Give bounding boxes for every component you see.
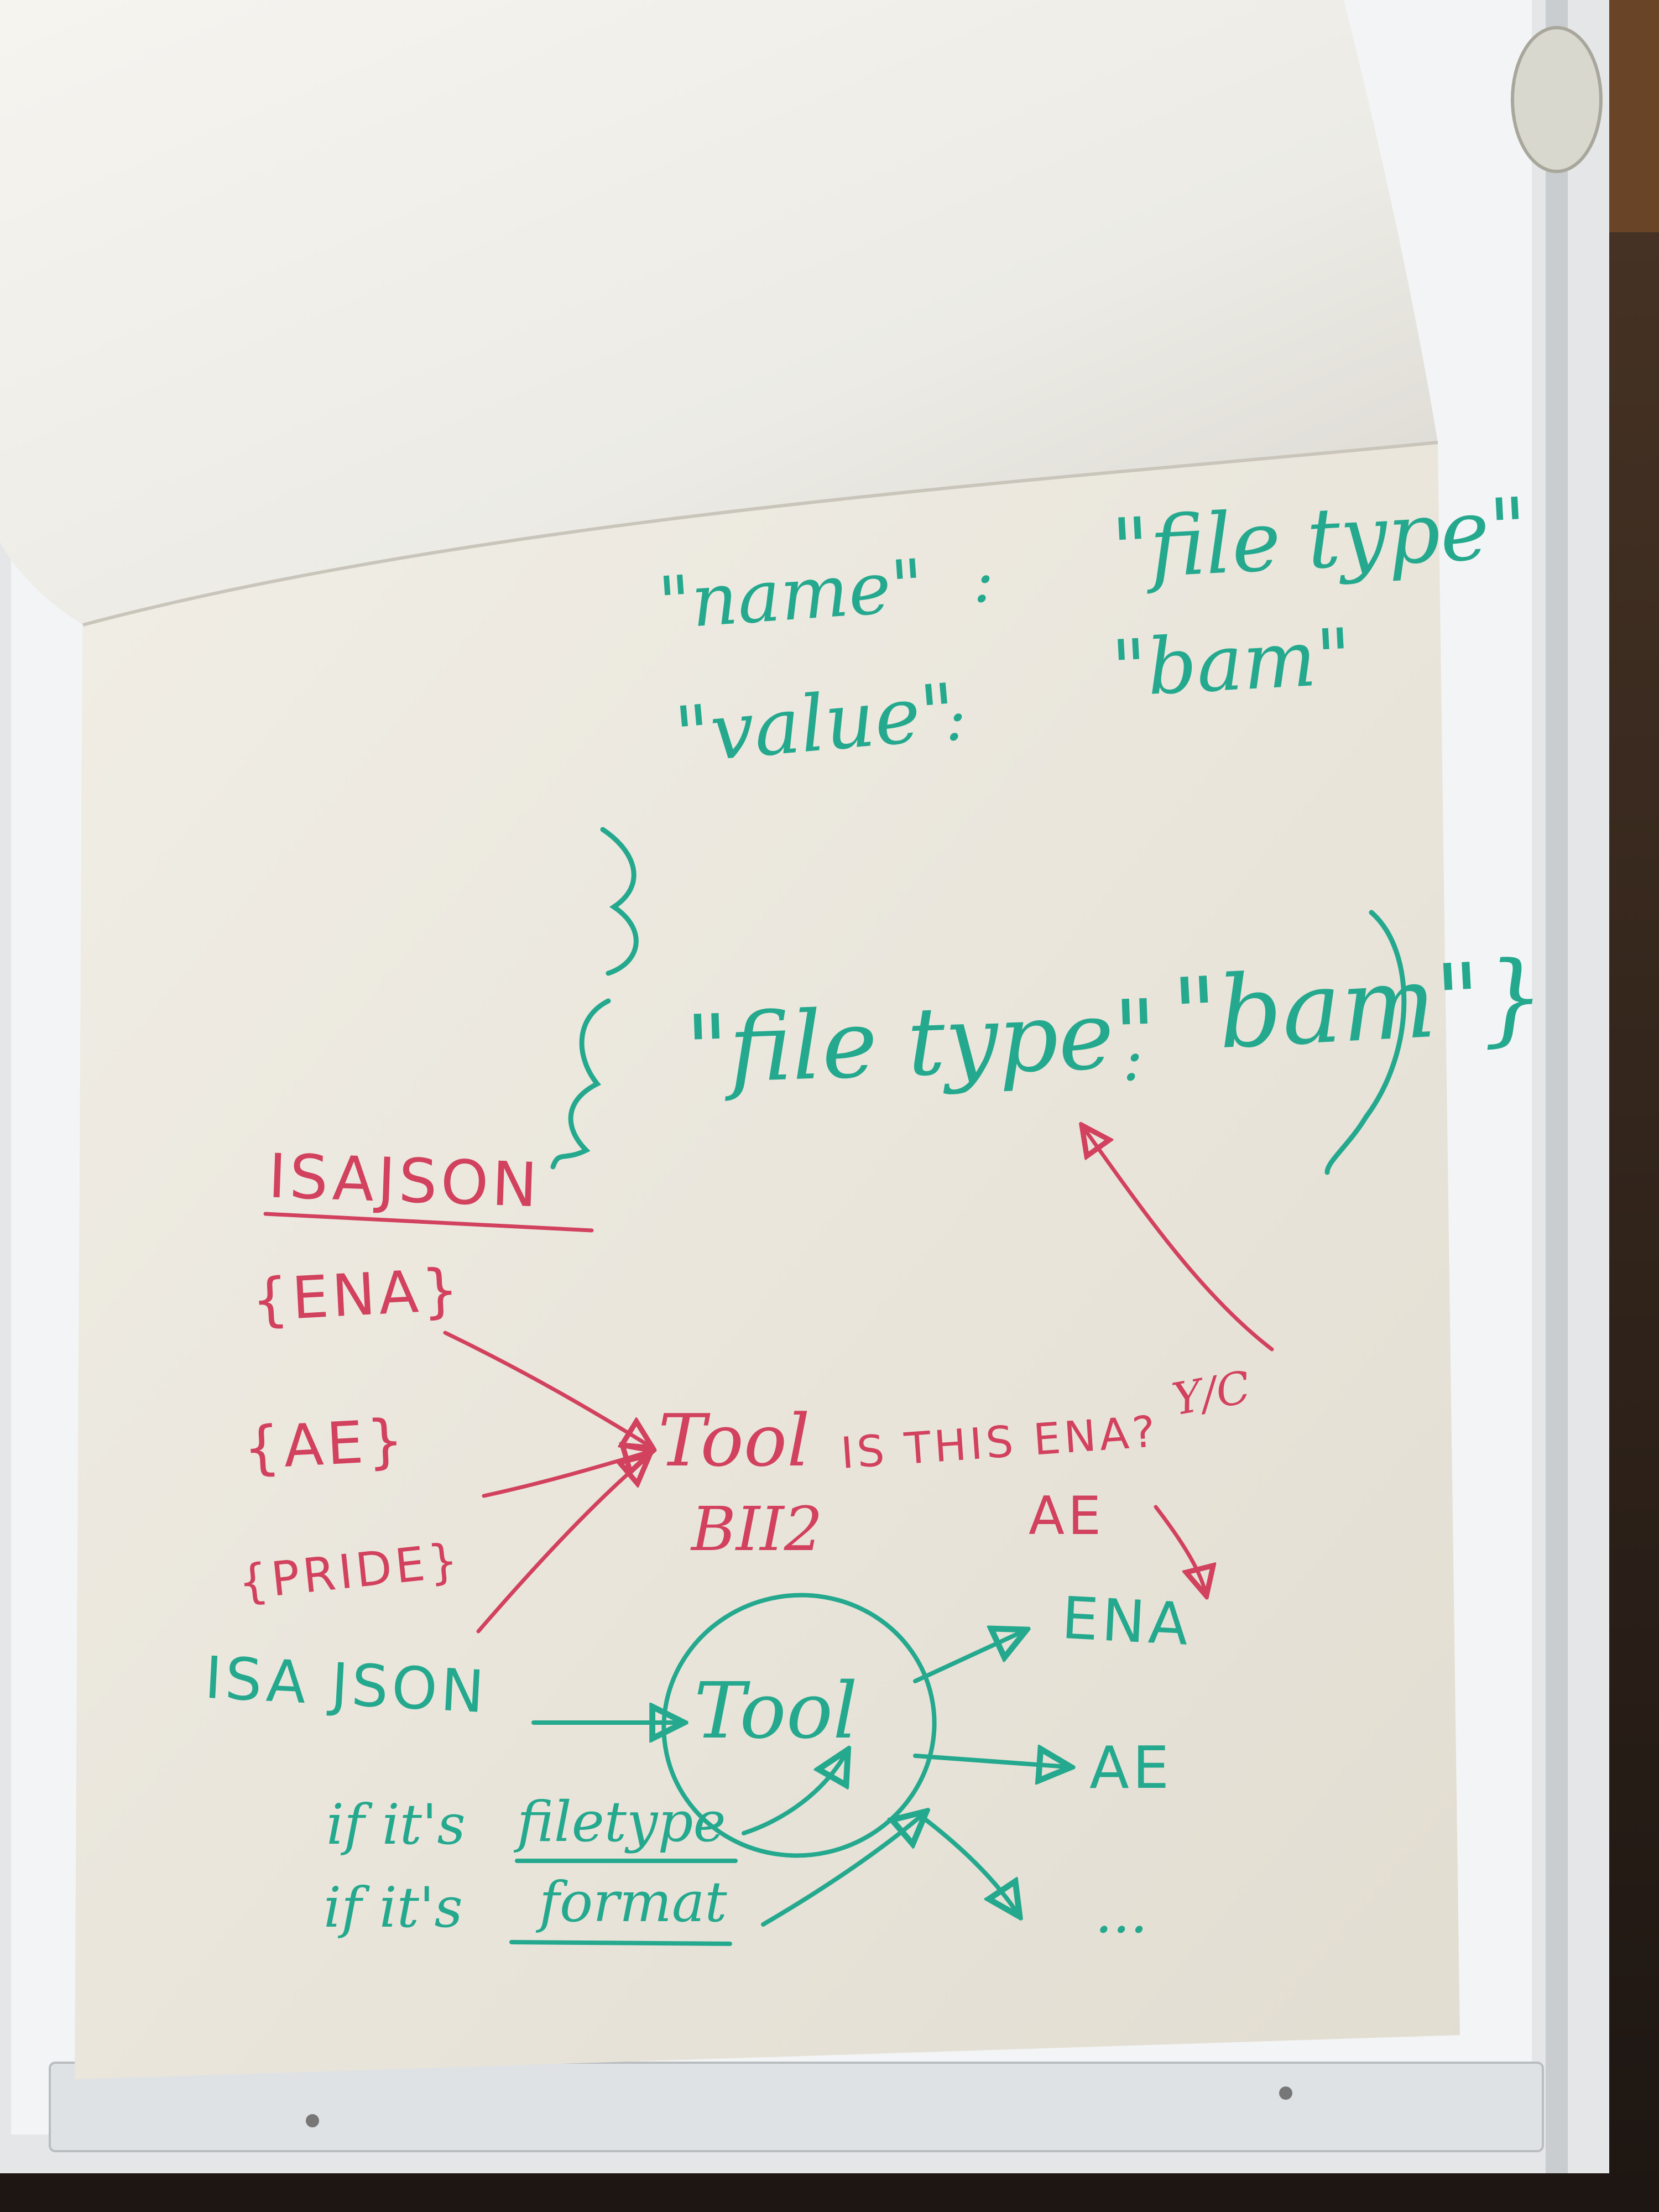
red-ae-label: AE [1029,1486,1105,1547]
filetype-word: filetype [517,1790,726,1854]
hand-brace-close [600,827,639,976]
if-its-prefix-2: if it's [324,1875,463,1940]
hand-brace-right [1324,910,1407,1175]
tray-screw [1279,2086,1292,2100]
marker-tray [49,2062,1544,2152]
paper-flap-edge [82,441,1438,627]
arrow-ae-to-ena [1154,1505,1206,1593]
board-frame-edge [1546,0,1568,2173]
json-colon: : [946,684,967,754]
json-value-key: "value" [671,667,960,781]
json-name-key: "name" [655,543,927,646]
arrow-tool-to-ena [913,1631,1023,1683]
if-its-prefix-1: if it's [326,1792,466,1857]
arrow-yes-to-filetype [1084,1128,1274,1352]
json-bam-value: "bam" [1109,612,1354,715]
tool-circle [661,1593,937,1858]
arrow-format-to-tool [761,1814,924,1927]
json-filetype-key: "file type" [684,979,1159,1105]
isajson-underline [263,1212,594,1233]
item-ae: {AE} [241,1406,409,1483]
format-word: format [539,1870,727,1934]
red-tool-label: Tool [658,1399,810,1483]
arrow-tool-to-ae [913,1756,1067,1767]
answer-yc: Y/C [1168,1361,1254,1426]
green-tool-label: Tool [694,1666,858,1756]
arrow-pride-to-tool [476,1457,647,1634]
json-colon-middle: : [1123,1024,1144,1094]
isajson-heading: ISAJSON [267,1140,542,1221]
item-ena: {ENA} [250,1256,464,1334]
format-underline [509,1940,732,1946]
json-colon: : [973,545,994,616]
json-filetype-value: "file type" [1109,480,1530,598]
arrow-tool-to-more [916,1812,1018,1913]
arrow-ena-to-tool [443,1331,650,1446]
red-tool-sub: BII2 [691,1494,823,1564]
board-knob [1511,26,1603,173]
output-ae: AE [1089,1734,1173,1802]
paper-flap [0,0,1438,625]
paper-sheet [75,442,1460,2079]
output-more: ... [1095,1881,1148,1945]
hand-brace-open [550,998,611,1170]
tray-screw [306,2114,319,2127]
output-ena: ENA [1060,1584,1193,1659]
isa-json-source: ISA JSON [203,1644,489,1726]
arrow-filetype-to-tool [742,1753,846,1835]
json-bam-value-middle: "bam"} [1169,938,1548,1074]
